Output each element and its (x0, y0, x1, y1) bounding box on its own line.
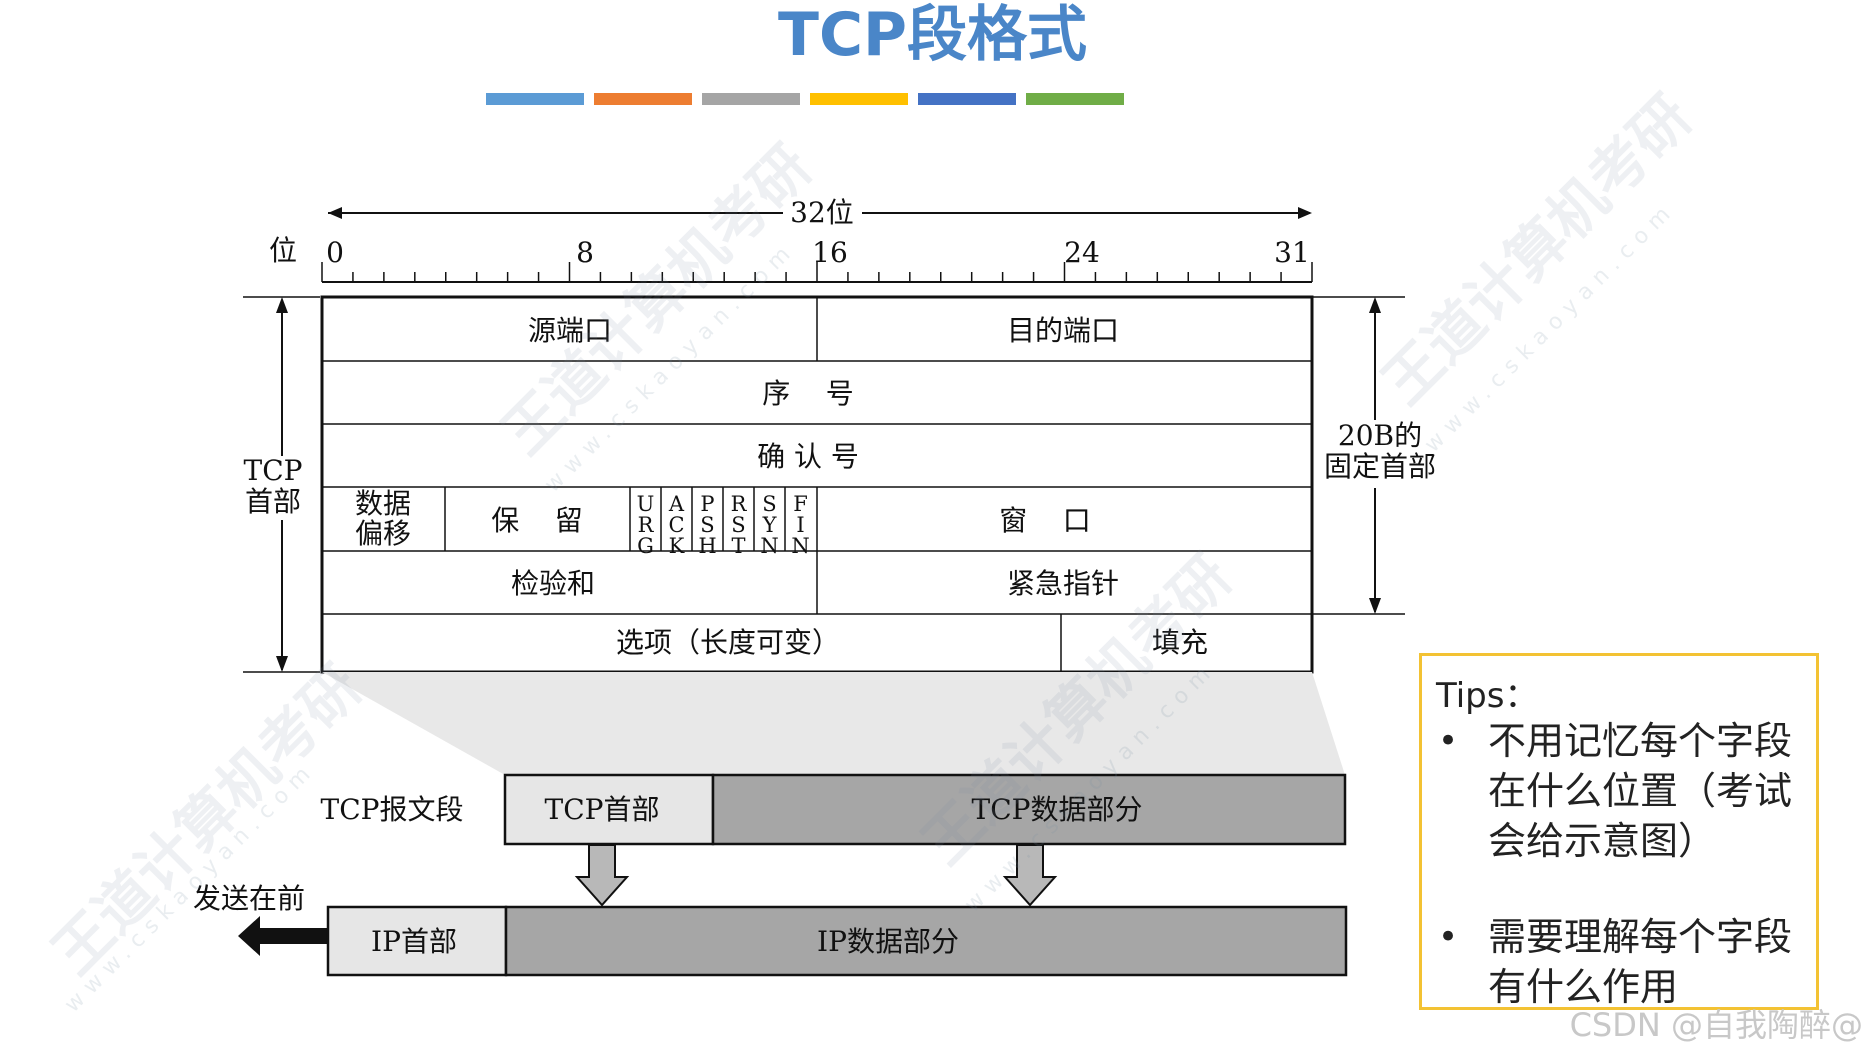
ip-data-text: IP数据部分 (817, 925, 959, 958)
bit-ruler (321, 262, 1313, 283)
bit-tick-8: 8 (576, 236, 594, 269)
tips-item: • 需要理解每个字段有什么作用 (1422, 912, 1818, 1012)
title-bar-2 (594, 93, 692, 105)
flag-psh-letter: H (698, 534, 716, 558)
field-urgent-pointer: 紧急指针 (1007, 567, 1119, 600)
tips-list: • 不用记忆每个字段在什么位置（考试会给示意图） • 需要理解每个字段有什么作用 (1422, 716, 1818, 1058)
flag-fin-letter: F (793, 492, 808, 516)
field-dest-port: 目的端口 (1007, 314, 1119, 347)
flag-psh-letter: S (700, 513, 714, 537)
tcp-segment-label: TCP报文段 (321, 793, 464, 826)
bit-tick-31: 31 (1274, 236, 1310, 269)
tips-item: • 不用记忆每个字段在什么位置（考试会给示意图） (1422, 716, 1818, 866)
flag-ack-letter: K (669, 534, 685, 558)
fixed-header-label-1: 20B的 (1338, 419, 1422, 452)
flag-rst-letter: T (731, 534, 745, 558)
title-bar-6 (1026, 93, 1124, 105)
field-options: 选项（长度可变） (616, 626, 840, 659)
width-label: 32位 (790, 196, 854, 229)
flag-fin-letter: I (796, 513, 804, 537)
credit-watermark: CSDN @自我陶醉@ (1569, 1006, 1863, 1044)
field-checksum: 检验和 (511, 567, 595, 600)
ip-datagram-bar: 发送在前 IP首部 IP数据部分 (193, 882, 1348, 977)
tcp-header-text: TCP首部 (545, 793, 660, 826)
flag-syn-letter: Y (762, 513, 778, 537)
title-bar-3 (702, 93, 800, 105)
tcp-header-table: 源端口 目的端口 序 号 确 认 号 数据 偏移 保 留 URGACKPSHRS… (320, 295, 1314, 674)
flag-psh-letter: P (700, 492, 714, 516)
tcp-header-label-1: TCP (244, 454, 303, 487)
send-first-label: 发送在前 (193, 882, 305, 915)
flag-fin-letter: N (791, 534, 809, 558)
field-reserved: 保 留 (491, 504, 583, 537)
down-arrow-2 (1002, 844, 1058, 907)
bullet-icon: • (1438, 917, 1459, 957)
bit-tick-16: 16 (812, 236, 848, 269)
title-bar-4 (810, 93, 908, 105)
flag-rst-letter: S (731, 513, 745, 537)
flag-urg-letter: R (638, 513, 655, 537)
fixed-header-label-2: 固定首部 (1324, 450, 1436, 483)
field-data-offset-1: 数据 (355, 487, 411, 520)
title-bar-1 (486, 93, 584, 105)
flag-syn-letter: S (762, 492, 776, 516)
down-arrow-1 (574, 844, 630, 907)
bit-tick-24: 24 (1064, 236, 1100, 269)
tcp-data-box (711, 773, 1347, 846)
field-padding: 填充 (1152, 626, 1208, 659)
bullet-icon: • (1438, 721, 1459, 761)
ip-data-box (504, 905, 1348, 977)
tcp-header-bracket: TCP 首部 (243, 296, 320, 673)
ip-header-box (326, 905, 508, 977)
tips-item-text: 不用记忆每个字段在什么位置（考试会给示意图） (1488, 719, 1793, 863)
flag-rst-letter: R (731, 492, 748, 516)
fixed-header-bracket: 20B的 固定首部 (1312, 296, 1436, 615)
flag-ack-letter: C (668, 513, 684, 537)
flag-urg-letter: U (637, 492, 655, 516)
tips-box: Tips： • 不用记忆每个字段在什么位置（考试会给示意图） • 需要理解每个字段有… (1419, 653, 1819, 1010)
projection-shadow (322, 672, 1345, 775)
title-bar-5 (918, 93, 1016, 105)
field-sequence-number: 序 号 (762, 377, 854, 410)
field-data-offset-2: 偏移 (355, 517, 411, 550)
tcp-header-label-2: 首部 (245, 485, 301, 518)
field-source-port: 源端口 (528, 314, 612, 347)
tcp-segment-bar: TCP报文段 TCP首部 TCP数据部分 (321, 773, 1347, 846)
tips-item-text: 需要理解每个字段有什么作用 (1488, 915, 1793, 1009)
flag-syn-letter: N (760, 534, 778, 558)
tcp-data-text: TCP数据部分 (972, 793, 1143, 826)
width-arrow: 32位 (328, 196, 1312, 229)
bit-axis-label: 位 (269, 234, 297, 267)
flag-ack-letter: A (668, 492, 685, 516)
send-arrow (238, 916, 330, 956)
bit-tick-0: 0 (326, 236, 344, 269)
field-window: 窗 口 (999, 504, 1091, 537)
slide-title: TCP段格式 (778, 0, 1087, 70)
ip-header-text: IP首部 (371, 925, 457, 958)
tips-title: Tips： (1436, 676, 1539, 716)
field-ack-number: 确 认 号 (757, 440, 859, 473)
title-color-bars (0, 93, 1865, 105)
flag-urg-letter: G (637, 534, 654, 558)
